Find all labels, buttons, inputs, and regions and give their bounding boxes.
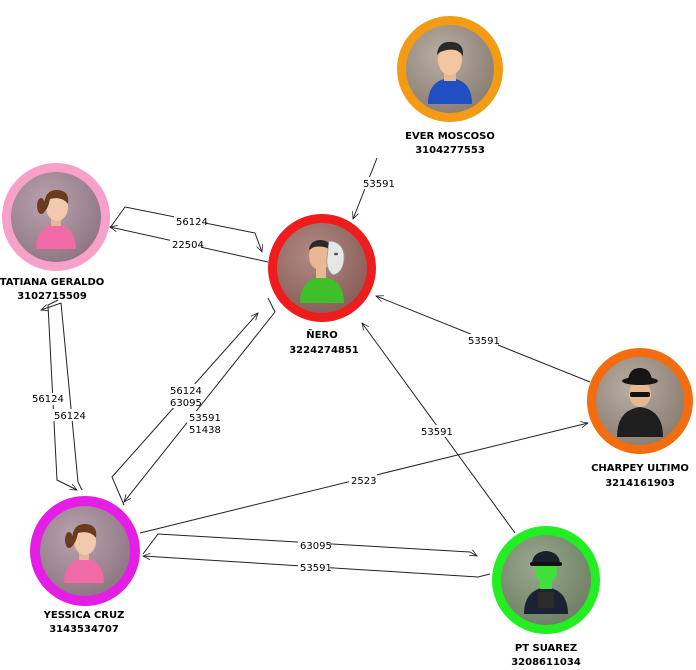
female-pink-avatar [36, 189, 76, 249]
node-pt-suarez[interactable]: PT SUAREZ 3208611034 [492, 526, 600, 668]
edge-label: 53591 [300, 563, 332, 574]
edge-ever-nero[interactable]: 53591 [353, 157, 395, 219]
edge-label: 53591 [421, 427, 453, 438]
edge-label: 53591 [363, 179, 395, 190]
node-phone: 3208611034 [511, 657, 581, 668]
edge-label: 22504 [172, 240, 204, 251]
spy-hat-avatar [617, 368, 663, 437]
edge-nero-tatiana[interactable]: 22504 [110, 227, 269, 263]
node-phone: 3214161903 [605, 478, 675, 489]
police-officer-avatar [524, 551, 568, 614]
edges: 53591 56124 22504 53591 53591 [30, 157, 591, 578]
edge-tatiana-yessica[interactable]: 56124 [30, 299, 77, 491]
edge-pt-yessica[interactable]: 53591 [143, 556, 491, 578]
female-pink-avatar [64, 523, 104, 583]
edge-charpey-nero[interactable]: 53591 [376, 296, 591, 383]
node-tatiana-geraldo[interactable]: TATIANA GERALDO 3102715509 [0, 163, 110, 302]
node-name: EVER MOSCOSO [405, 131, 495, 142]
node-name: PT SUAREZ [515, 643, 577, 654]
node-name: ÑERO [306, 328, 337, 341]
node-ever-moscoso[interactable]: EVER MOSCOSO 3104277553 [397, 16, 503, 156]
node-charpey-ultimo[interactable]: CHARPEY ULTIMO 3214161903 [587, 348, 693, 489]
node-name: TATIANA GERALDO [0, 277, 104, 288]
edge-yessica-charpey[interactable]: 2523 [139, 423, 588, 534]
node-phone: 3102715509 [17, 291, 87, 302]
node-phone: 3224274851 [289, 345, 359, 356]
edge-tatiana-nero[interactable]: 56124 [109, 206, 262, 252]
edge-label: 2523 [351, 476, 376, 487]
edge-nero-yessica[interactable]: 53591 51438 [124, 297, 276, 502]
edge-label: 63095 [300, 541, 332, 552]
edge-label: 56124 [176, 217, 208, 228]
nodes: EVER MOSCOSO 3104277553 TATIANA GERALDO … [0, 16, 693, 668]
node-phone: 3104277553 [415, 145, 485, 156]
edge-yessica-pt[interactable]: 63095 [142, 533, 477, 556]
edge-label: 53591 [189, 413, 221, 424]
edge-pt-nero[interactable]: 53591 [362, 323, 516, 534]
edge-label: 56124 [170, 386, 202, 397]
edge-label: 51438 [189, 425, 221, 436]
node-nero[interactable]: ÑERO 3224274851 [268, 214, 376, 356]
masked-man-avatar [300, 240, 345, 303]
node-name: YESSICA CRUZ [43, 610, 125, 621]
node-phone: 3143534707 [49, 624, 119, 635]
edge-label: 56124 [54, 411, 86, 422]
edge-label: 56124 [32, 394, 64, 405]
male-blue-shirt-avatar [428, 41, 472, 104]
edge-label: 63095 [170, 398, 202, 409]
edge-yessica-tatiana[interactable]: 56124 [41, 302, 86, 491]
edge-label: 53591 [468, 336, 500, 347]
node-yessica-cruz[interactable]: YESSICA CRUZ 3143534707 [30, 496, 140, 635]
edge-yessica-nero[interactable]: 56124 63095 [111, 313, 258, 506]
node-name: CHARPEY ULTIMO [591, 463, 689, 474]
